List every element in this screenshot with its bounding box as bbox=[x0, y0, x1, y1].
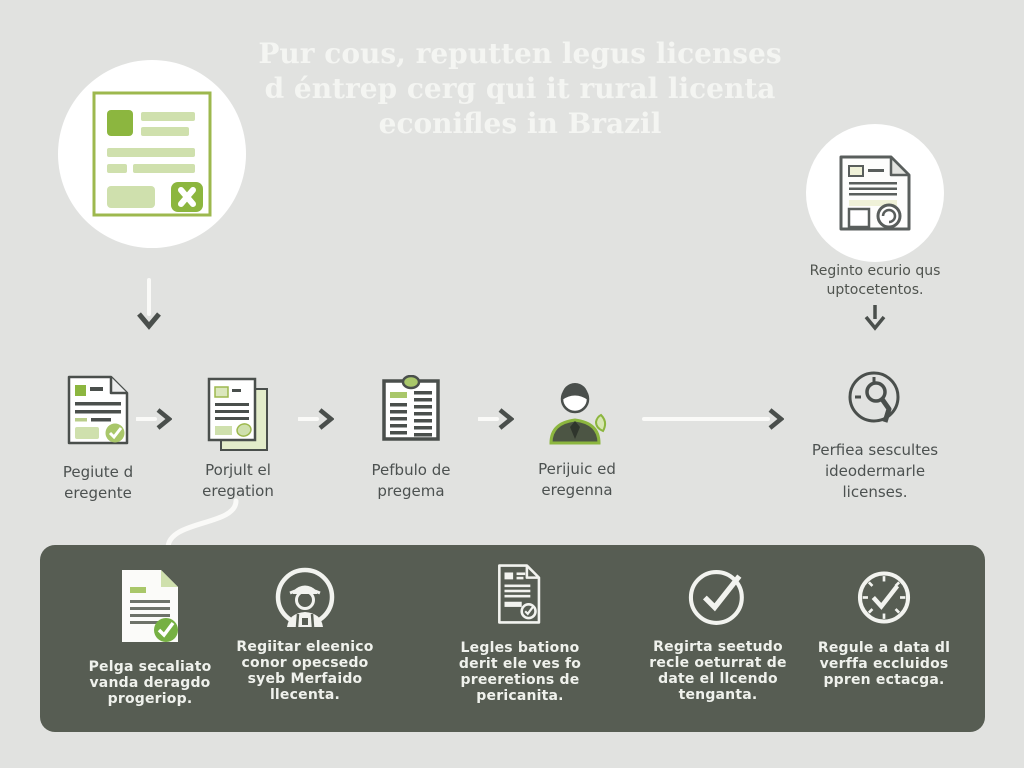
caption-line: Reginto ecurio qus bbox=[809, 263, 941, 279]
intro-circle bbox=[58, 60, 246, 248]
stacked-documents-icon bbox=[207, 377, 268, 451]
panel-item-4: Regirta seetudo recle oeturrat de date e… bbox=[628, 563, 808, 703]
check-circle-icon bbox=[688, 569, 744, 625]
text-line: date el llcendo bbox=[658, 671, 778, 687]
panel-item-1: Pelga secaliato vanda deragdo progeriop. bbox=[60, 567, 240, 707]
flow-step-4: Perijuic ed eregenna bbox=[497, 383, 657, 501]
list-clipboard-icon bbox=[382, 375, 440, 441]
label-line: eregation bbox=[202, 482, 274, 500]
bottom-panel: Pelga secaliato vanda deragdo progeriop.… bbox=[40, 545, 985, 732]
panel-item-5: Regule a data dl verffa eccluidos ppren … bbox=[794, 569, 974, 688]
flow-step-label: Perijuic ed eregenna bbox=[538, 459, 616, 501]
text-line: vanda deragdo bbox=[89, 675, 211, 691]
right-arrow-icon bbox=[298, 408, 334, 430]
page-title: Pur cous, reputten legus licenses d éntr… bbox=[212, 36, 828, 141]
registry-circle bbox=[806, 124, 944, 262]
flow-step-5: Perfiea sescultes ideodermarle licenses. bbox=[795, 370, 955, 503]
label-line: pregema bbox=[377, 482, 445, 500]
text-line: progeriop. bbox=[107, 691, 193, 707]
title-line: econifles in Brazil bbox=[378, 107, 662, 140]
label-line: Porjult el bbox=[205, 461, 271, 479]
title-line: d éntrep cerg qui it rural licenta bbox=[264, 72, 776, 105]
clock-check-icon bbox=[857, 571, 911, 624]
label-line: Pefbulo de bbox=[371, 461, 451, 479]
long-right-arrow-icon bbox=[642, 408, 784, 430]
caption-line: uptocetentos. bbox=[826, 282, 924, 298]
down-arrow-icon bbox=[137, 278, 161, 330]
approved-document-icon bbox=[122, 570, 178, 642]
text-line: ppren ectacga. bbox=[823, 672, 945, 688]
label-line: Perfiea sescultes bbox=[811, 441, 939, 459]
text-line: conor opecsedo bbox=[241, 655, 369, 671]
text-line: derit ele ves fo bbox=[458, 656, 582, 672]
document-check-icon bbox=[67, 375, 129, 445]
form-document-icon bbox=[92, 91, 212, 217]
label-line: eregenna bbox=[541, 481, 613, 499]
right-arrow-icon bbox=[478, 408, 514, 430]
down-arrow-icon bbox=[864, 305, 886, 331]
title-line: Pur cous, reputten legus licenses bbox=[258, 37, 782, 70]
clock-magnifier-icon bbox=[848, 371, 900, 423]
text-line: pericanita. bbox=[476, 688, 564, 704]
text-line: verffa eccluidos bbox=[819, 656, 949, 672]
label-line: Perijuic ed bbox=[538, 460, 616, 478]
flow-step-label: Pegiute d eregente bbox=[63, 462, 133, 504]
farmer-person-icon bbox=[549, 383, 607, 445]
text-line: Regirta seetudo bbox=[653, 639, 783, 655]
connector-line bbox=[165, 498, 239, 550]
text-line: recle oeturrat de bbox=[649, 655, 787, 671]
panel-item-text: Regiitar eleenico conor opecsedo syeb Me… bbox=[236, 639, 373, 703]
right-arrow-icon bbox=[136, 408, 172, 430]
panel-item-text: Legles bationo derit ele ves fo preereti… bbox=[459, 640, 581, 704]
text-line: Regiitar eleenico bbox=[236, 639, 374, 655]
text-line: Pelga secaliato bbox=[88, 659, 212, 675]
farmer-circle-icon bbox=[275, 567, 335, 628]
registry-document-icon bbox=[839, 155, 911, 231]
text-line: Legles bationo bbox=[460, 640, 580, 656]
text-line: preeretions de bbox=[460, 672, 580, 688]
text-line: tenganta. bbox=[678, 687, 758, 703]
text-line: syeb Merfaido bbox=[247, 671, 363, 687]
registry-caption: Reginto ecurio qus uptocetentos. bbox=[785, 262, 965, 300]
flow-step-3: Pefbulo de pregema bbox=[331, 375, 491, 502]
text-line: llecenta. bbox=[269, 687, 341, 703]
flow-step-label: Pefbulo de pregema bbox=[372, 460, 451, 502]
label-line: eregente bbox=[64, 484, 132, 502]
panel-item-2: Regiitar eleenico conor opecsedo syeb Me… bbox=[215, 567, 395, 703]
label-line: ideodermarle bbox=[824, 462, 926, 480]
panel-item-text: Regule a data dl verffa eccluidos ppren … bbox=[818, 640, 950, 688]
requirements-document-icon bbox=[498, 564, 541, 624]
label-line: licenses. bbox=[842, 483, 908, 501]
flow-step-1: Pegiute d eregente bbox=[18, 374, 178, 504]
flow-step-2: Porjult el eregation bbox=[158, 376, 318, 502]
panel-item-text: Pelga secaliato vanda deragdo progeriop. bbox=[89, 659, 212, 707]
panel-item-text: Regirta seetudo recle oeturrat de date e… bbox=[649, 639, 786, 703]
panel-item-3: Legles bationo derit ele ves fo preereti… bbox=[430, 563, 610, 704]
text-line: Regule a data dl bbox=[817, 640, 951, 656]
label-line: Pegiute d bbox=[62, 463, 134, 481]
flow-step-label: Perfiea sescultes ideodermarle licenses. bbox=[812, 440, 938, 503]
flow-step-label: Porjult el eregation bbox=[202, 460, 274, 502]
